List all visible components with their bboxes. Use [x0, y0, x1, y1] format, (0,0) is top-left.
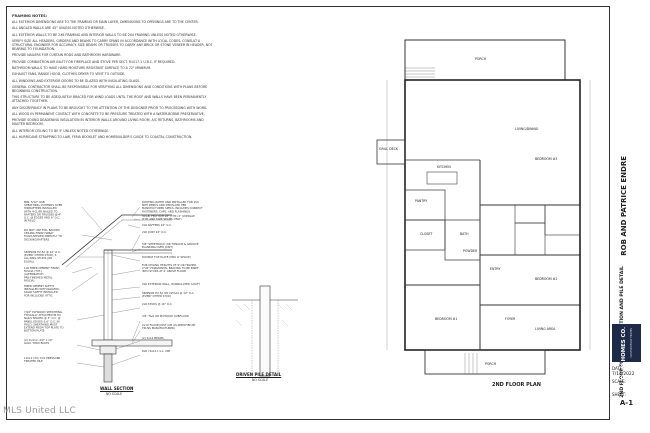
section-label: (2) 2x12 BEAMS — [142, 336, 164, 340]
beam — [99, 345, 117, 355]
pile-detail-drawing — [232, 285, 298, 377]
notes-title: FRAMING NOTES: — [12, 14, 48, 18]
room-label: LIVING/DINING — [515, 127, 539, 131]
scale-label: SCALE: — [612, 379, 627, 384]
grill-deck — [376, 139, 406, 165]
wall-section-caption: WALL SECTION — [100, 386, 134, 391]
room-label: BEDROOM #2 — [535, 277, 557, 281]
note-item: ALL HURRICANE STRAPPING TO LAW, FEMA BOO… — [12, 134, 193, 139]
pile — [103, 353, 113, 383]
sheet-label: SHEET: — [612, 392, 626, 397]
roof-line — [61, 214, 172, 266]
porch-bottom — [424, 349, 546, 375]
section-label: FOR CEILING HEIGHTS OF 9' OR HIGHER,2"x6… — [142, 263, 199, 273]
section-label: SIMPSON H2.5A OR LSTA24 @ 32" O.C.(EVERY… — [142, 291, 194, 298]
plan-outline — [404, 79, 581, 351]
date-value: 7/13/2022 — [612, 372, 635, 377]
sheet-number: A-1 — [619, 399, 634, 407]
room-label: PORCH — [485, 362, 497, 366]
section-label: 7/16" PLYWOOD SHEATHING,TYPICALLY ATTACH… — [23, 310, 63, 333]
note-item: PROVIDE COMBUSTION AIR INLET FOR FIREPLA… — [12, 59, 176, 64]
framing-notes: FRAMING NOTES: ALL EXTERIOR DIMENSIONS A… — [12, 14, 217, 141]
room-label: GRILL DECK — [379, 147, 399, 151]
notes-list: ALL EXTERIOR DIMENSIONS ARE TO THE FRAMI… — [12, 20, 217, 139]
floor-plan-caption: 2ND FLOOR PLAN — [492, 382, 541, 388]
room-label: POWDER — [463, 249, 478, 253]
kitchen-island — [426, 171, 458, 185]
date-label: DATE: — [612, 366, 624, 371]
note-item: GENERAL CONTRACTOR SHALL BE RESPONSIBLE … — [12, 84, 208, 93]
mls-watermark: MLS United LLC — [3, 406, 76, 416]
room-label: BEDROOM #1 — [435, 317, 457, 321]
soil-hatch — [235, 303, 293, 327]
note-item: ANY DISCREPANCY IN PLANS TO BE BROUGHT T… — [12, 105, 208, 110]
stair-top — [405, 67, 435, 78]
room-label: CLOSET — [420, 232, 432, 236]
pile-detail-caption: DRIVEN PILE DETAIL — [236, 372, 282, 377]
note-item: ALL WINDOWS AND EXTERIOR DOORS TO BE GLA… — [12, 78, 141, 83]
company-logo: DEAS HOMES CO. CUSTOM BUILT HOMES — [612, 324, 641, 379]
note-item: BATHROOM WALLS TO HAVE HARD MOISTURE RES… — [12, 65, 152, 70]
roof-line-inner — [65, 219, 172, 268]
room-label: PORCH — [475, 57, 487, 61]
pile-shaft — [259, 285, 271, 377]
note-item: PROVIDE SOUND DEADENING INSULATION IN IN… — [12, 118, 204, 127]
room-label: ENTRY — [490, 267, 500, 271]
note-item: THIS STRUCTURE TO BE ADEQUATELY BRACED F… — [12, 95, 207, 104]
owner-name: ROB AND PATRICE ENDRE — [620, 156, 628, 256]
room-labels: PORCH LIVING/DINING KITCHEN GRILL DECK PANTR… — [379, 57, 557, 366]
note-item: ALL WOOD IN PERMANENT CONTACT WITH CONCR… — [12, 111, 205, 116]
note-item: ALL EXTERIOR DIMENSIONS ARE TO THE FRAMI… — [12, 20, 199, 25]
section-label: 2x6 JOIST 24" O.C. — [142, 230, 167, 234]
leader-lines — [71, 206, 141, 368]
section-label: 8x8 / 6x10 L.V.L. 20E — [142, 349, 171, 353]
room-label: KITCHEN — [437, 165, 451, 169]
room-label: PANTRY — [415, 199, 427, 203]
section-label: 30 LB. FELT W/H 18" (TYP.) 4" OVERLAP(TY… — [142, 214, 195, 221]
note-item: ALL ANGLED WALLS ARE 45° UNLESS NOTED OT… — [12, 26, 105, 31]
note-item: ALL INTERIOR CEILING TO BE 9' UNLESS NOT… — [12, 128, 110, 133]
room-label: BATH — [460, 232, 469, 236]
pile-detail-scale: NO SCALE — [252, 378, 269, 382]
stair-bottom — [464, 353, 478, 374]
section-label: 2x6 EXTERIOR WALL, W/INSULATED CAVITY — [142, 282, 201, 286]
wall-section-scale: NO SCALE — [106, 392, 123, 396]
note-item: EXHAUST FANS, RANGE HOOD, CLOTHES DRYER … — [12, 72, 126, 77]
note-item: PROVIDE NAILERS FOR CURTAIN RODS AND BAT… — [12, 53, 122, 58]
section-label: (2) 2x4 LV, 3/4" x 10"GALV. THRU BOLTS — [24, 338, 53, 345]
section-label: 3/4" T&G OR PLYWOOD SUBFLOOR — [142, 314, 189, 318]
section-label: 2x6 RAFTERS 24" O.C. — [142, 223, 172, 227]
company-tagline: CUSTOM BUILT HOMES — [630, 328, 633, 358]
section-label: DOUBLE TOP PLATE (MIN. 6' SPLICE) — [142, 255, 191, 259]
note-item: ALL EXTERIOR WALLS TO BE 2x6 FRAMING AND… — [12, 32, 197, 37]
section-label: 2x6 STUDS @ 16" O.C. — [142, 302, 173, 306]
note-item: VERIFY SIZE ALL HEADERS, GIRDERS AND BEA… — [12, 38, 213, 52]
title-block: ROB AND PATRICE ENDRE 2ND FLOOR PLAN, WA… — [609, 6, 642, 420]
section-label: SIMPSON H2.5A @ 24" O.C.(EVERY OTHER STU… — [24, 250, 61, 263]
room-label: LIVING AREA — [535, 327, 556, 331]
room-label: BEDROOM #3 — [535, 157, 557, 161]
floor-plan-drawing: PORCH LIVING/DINING KITCHEN GRILL DECK PANTR… — [376, 39, 591, 375]
room-label: FOYER — [505, 317, 516, 321]
